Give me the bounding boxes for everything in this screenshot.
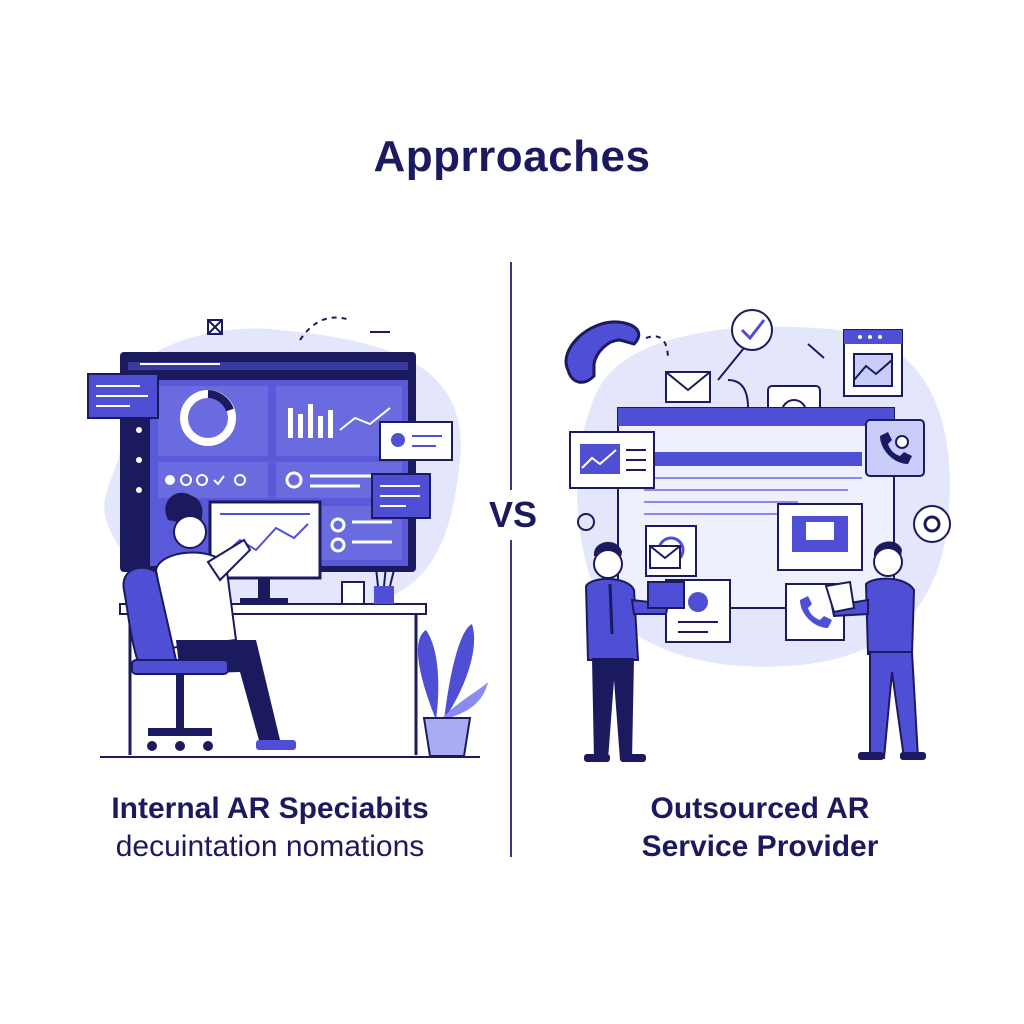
office-chair bbox=[122, 566, 229, 751]
internal-caption-line2: decuintation nomations bbox=[115, 830, 425, 863]
internal-specialist-illustration bbox=[80, 300, 500, 770]
call-card-icon bbox=[865, 419, 925, 477]
phone-icon bbox=[564, 320, 641, 384]
mug-icon bbox=[341, 581, 365, 605]
internal-caption-line1: Internal AR Speciabits bbox=[111, 792, 429, 825]
target-icon bbox=[913, 505, 951, 543]
consultant-person-right bbox=[824, 541, 926, 760]
bar-chart-icon bbox=[288, 404, 333, 438]
outsourced-approach-caption: Outsourced AR Service Provider bbox=[600, 790, 920, 866]
specialist-person bbox=[154, 492, 296, 750]
outsourced-caption-line2: Service Provider bbox=[641, 830, 879, 863]
checkmark-icon bbox=[731, 309, 773, 351]
center-divider bbox=[510, 262, 512, 857]
internal-approach-caption: Internal AR Speciabits decuintation noma… bbox=[90, 790, 450, 866]
outsourced-caption-line1: Outsourced AR bbox=[650, 792, 870, 825]
envelope-icon bbox=[665, 371, 711, 403]
laptop-icon bbox=[647, 581, 685, 609]
chat-bubble-icon bbox=[379, 421, 453, 461]
consultant-person-left bbox=[584, 541, 685, 762]
vs-label: VS bbox=[483, 490, 543, 540]
close-box-icon bbox=[207, 319, 223, 335]
page-title: Apprroaches bbox=[373, 132, 651, 181]
pencil-cup-icon bbox=[374, 586, 394, 604]
outsourced-provider-illustration bbox=[548, 300, 968, 770]
potted-plant bbox=[417, 624, 488, 757]
